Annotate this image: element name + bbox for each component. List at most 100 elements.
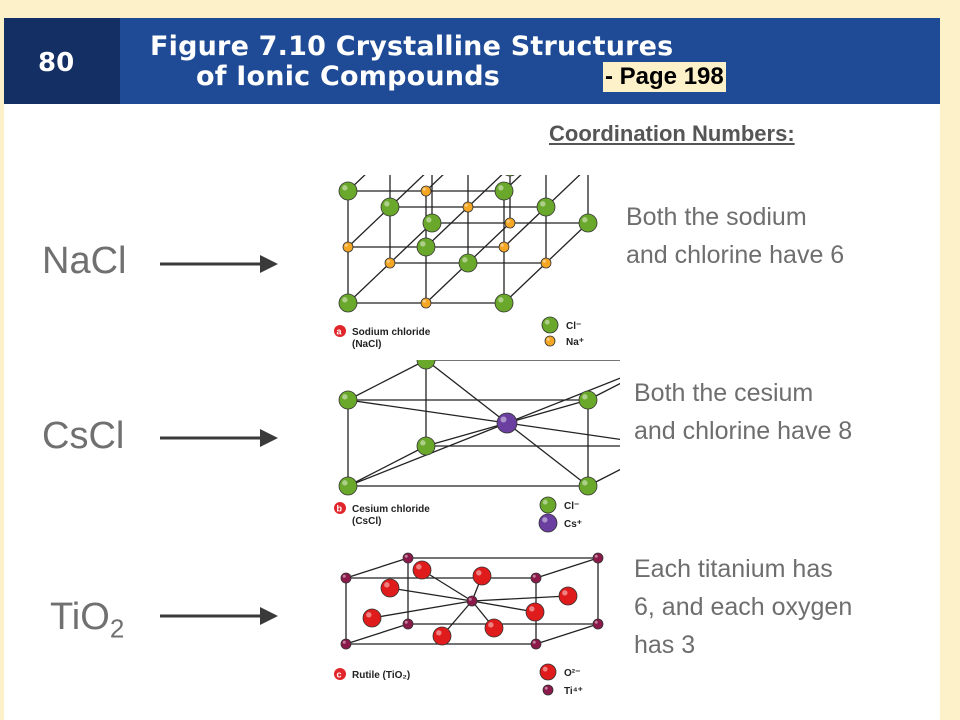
figure-title-line1: Figure 7.10 Crystalline Structures [150, 31, 674, 62]
tio2-formula-subscript: 2 [109, 613, 125, 644]
nacl-cl-atom-highlight [426, 217, 432, 223]
tio2-o-atom [525, 602, 545, 622]
nacl-cl-atom [536, 197, 556, 217]
cscl-badge [334, 502, 346, 514]
slide-number-box [4, 18, 120, 104]
tio2-o-atom-highlight [384, 582, 390, 588]
tio2-description: Each titanium has 6, and each oxygen has… [634, 550, 852, 664]
nacl-na-atom [420, 297, 432, 309]
nacl-cl-atom [494, 293, 514, 313]
cscl-body-diagonal [425, 422, 508, 447]
nacl-na-atom-highlight [464, 203, 468, 207]
cscl-arrow [160, 429, 278, 447]
tio2-ti-o-bond [421, 569, 473, 602]
tio2-o-atom-highlight [366, 612, 372, 618]
tio2-ti-atom [466, 595, 478, 607]
tio2-caption: Rutile (TiO₂) [352, 670, 410, 681]
tio2-ti-atom [402, 618, 414, 630]
cscl-cube-edge [587, 468, 620, 487]
cscl-cube-edge [587, 382, 620, 401]
nacl-cl-atom [338, 181, 358, 201]
nacl-na-atom [540, 257, 552, 269]
nacl-na-atom [384, 257, 396, 269]
nacl-cl-atom-highlight [498, 297, 504, 303]
cscl-body-diagonal [425, 360, 508, 424]
cscl-cl-atom-highlight [342, 480, 348, 486]
page-reference: - Page 198 [603, 62, 726, 92]
nacl-na-atom-highlight [422, 299, 426, 303]
tio2-ti-o-bond [471, 595, 569, 602]
tio2-ti-atom-highlight [468, 597, 472, 601]
cscl-cl-atom [338, 476, 358, 496]
nacl-legend-atom-0 [541, 316, 559, 334]
tio2-legend-label-0: O²⁻ [564, 668, 580, 679]
tio2-ti-o-bond [389, 587, 473, 602]
tio2-o-atom [412, 560, 432, 580]
nacl-caption-sub: (NaCl) [352, 339, 381, 350]
tio2-ti-atom [530, 638, 542, 650]
tio2-legend-atom-1 [542, 684, 554, 696]
nacl-legend-atom-1-highlight [546, 337, 550, 341]
nacl-na-atom [342, 241, 354, 253]
coordination-numbers-title: Coordination Numbers: [549, 121, 795, 146]
tio2-ti-o-bond [471, 600, 536, 613]
tio2-o-atom [362, 608, 382, 628]
nacl-cl-atom-highlight [498, 185, 504, 191]
tio2-legend-atom-0-highlight [542, 666, 548, 672]
cscl-body-diagonal [506, 399, 589, 424]
tio2-formula-text: TiO [50, 596, 110, 638]
cscl-legend-atom-1 [538, 513, 558, 533]
nacl-legend-label-0: Cl⁻ [566, 321, 581, 332]
nacl-na-atom-highlight [344, 243, 348, 247]
cscl-letter: b [337, 504, 343, 514]
tio2-legend-atom-0 [539, 663, 557, 681]
cscl-cl-atom [338, 390, 358, 410]
tio2-description-line3: has 3 [634, 631, 696, 659]
nacl-cl-atom-highlight [342, 297, 348, 303]
cscl-legend-atom-1-highlight [542, 517, 548, 523]
cscl-description-line1: Both the cesium [634, 379, 814, 407]
nacl-cl-atom [380, 197, 400, 217]
cscl-cl-atom [578, 476, 598, 496]
tio2-ti-atom [402, 552, 414, 564]
tio2-description-line2: 6, and each oxygen [634, 593, 853, 621]
cscl-cl-atom-highlight [582, 394, 588, 400]
nacl-cl-atom [578, 213, 598, 233]
right-margin-bar [940, 18, 960, 720]
nacl-cl-atom-highlight [582, 217, 588, 223]
nacl-na-atom [420, 185, 432, 197]
nacl-na-atom [498, 241, 510, 253]
tio2-cell-edge [535, 557, 599, 579]
nacl-lattice-line [425, 175, 444, 192]
nacl-cl-atom-highlight [540, 201, 546, 207]
cscl-formula: CsCl [42, 415, 124, 458]
nacl-cl-atom-highlight [384, 201, 390, 207]
tio2-ti-atom-highlight [404, 554, 408, 558]
nacl-cl-atom [338, 293, 358, 313]
cscl-description: Both the cesium and chlorine have 8 [634, 374, 852, 450]
nacl-cl-atom-highlight [420, 241, 426, 247]
tio2-o-atom-highlight [436, 630, 442, 636]
tio2-formula: TiO2 [50, 596, 124, 645]
cscl-legend-label-0: Cl⁻ [564, 501, 579, 512]
tio2-legend-label-1: Ti⁴⁺ [564, 686, 583, 697]
tio2-ti-atom-highlight [532, 574, 536, 578]
cscl-legend-label-1: Cs⁺ [564, 519, 582, 530]
cscl-cl-atom-highlight [582, 480, 588, 486]
cscl-legend-atom-0-highlight [542, 499, 548, 505]
tio2-o-atom [484, 618, 504, 638]
tio2-arrow [160, 607, 278, 625]
nacl-na-atom-highlight [506, 219, 510, 223]
tio2-ti-atom-highlight [594, 554, 598, 558]
tio2-ti-atom [592, 618, 604, 630]
tio2-o-atom [432, 626, 452, 646]
tio2-ti-atom [530, 572, 542, 584]
tio2-ti-atom-highlight [532, 640, 536, 644]
cscl-cl-atom-highlight [342, 394, 348, 400]
tio2-ti-atom-highlight [342, 574, 346, 578]
nacl-na-atom-highlight [500, 243, 504, 247]
nacl-cl-atom [422, 213, 442, 233]
nacl-lattice-line [347, 175, 366, 192]
